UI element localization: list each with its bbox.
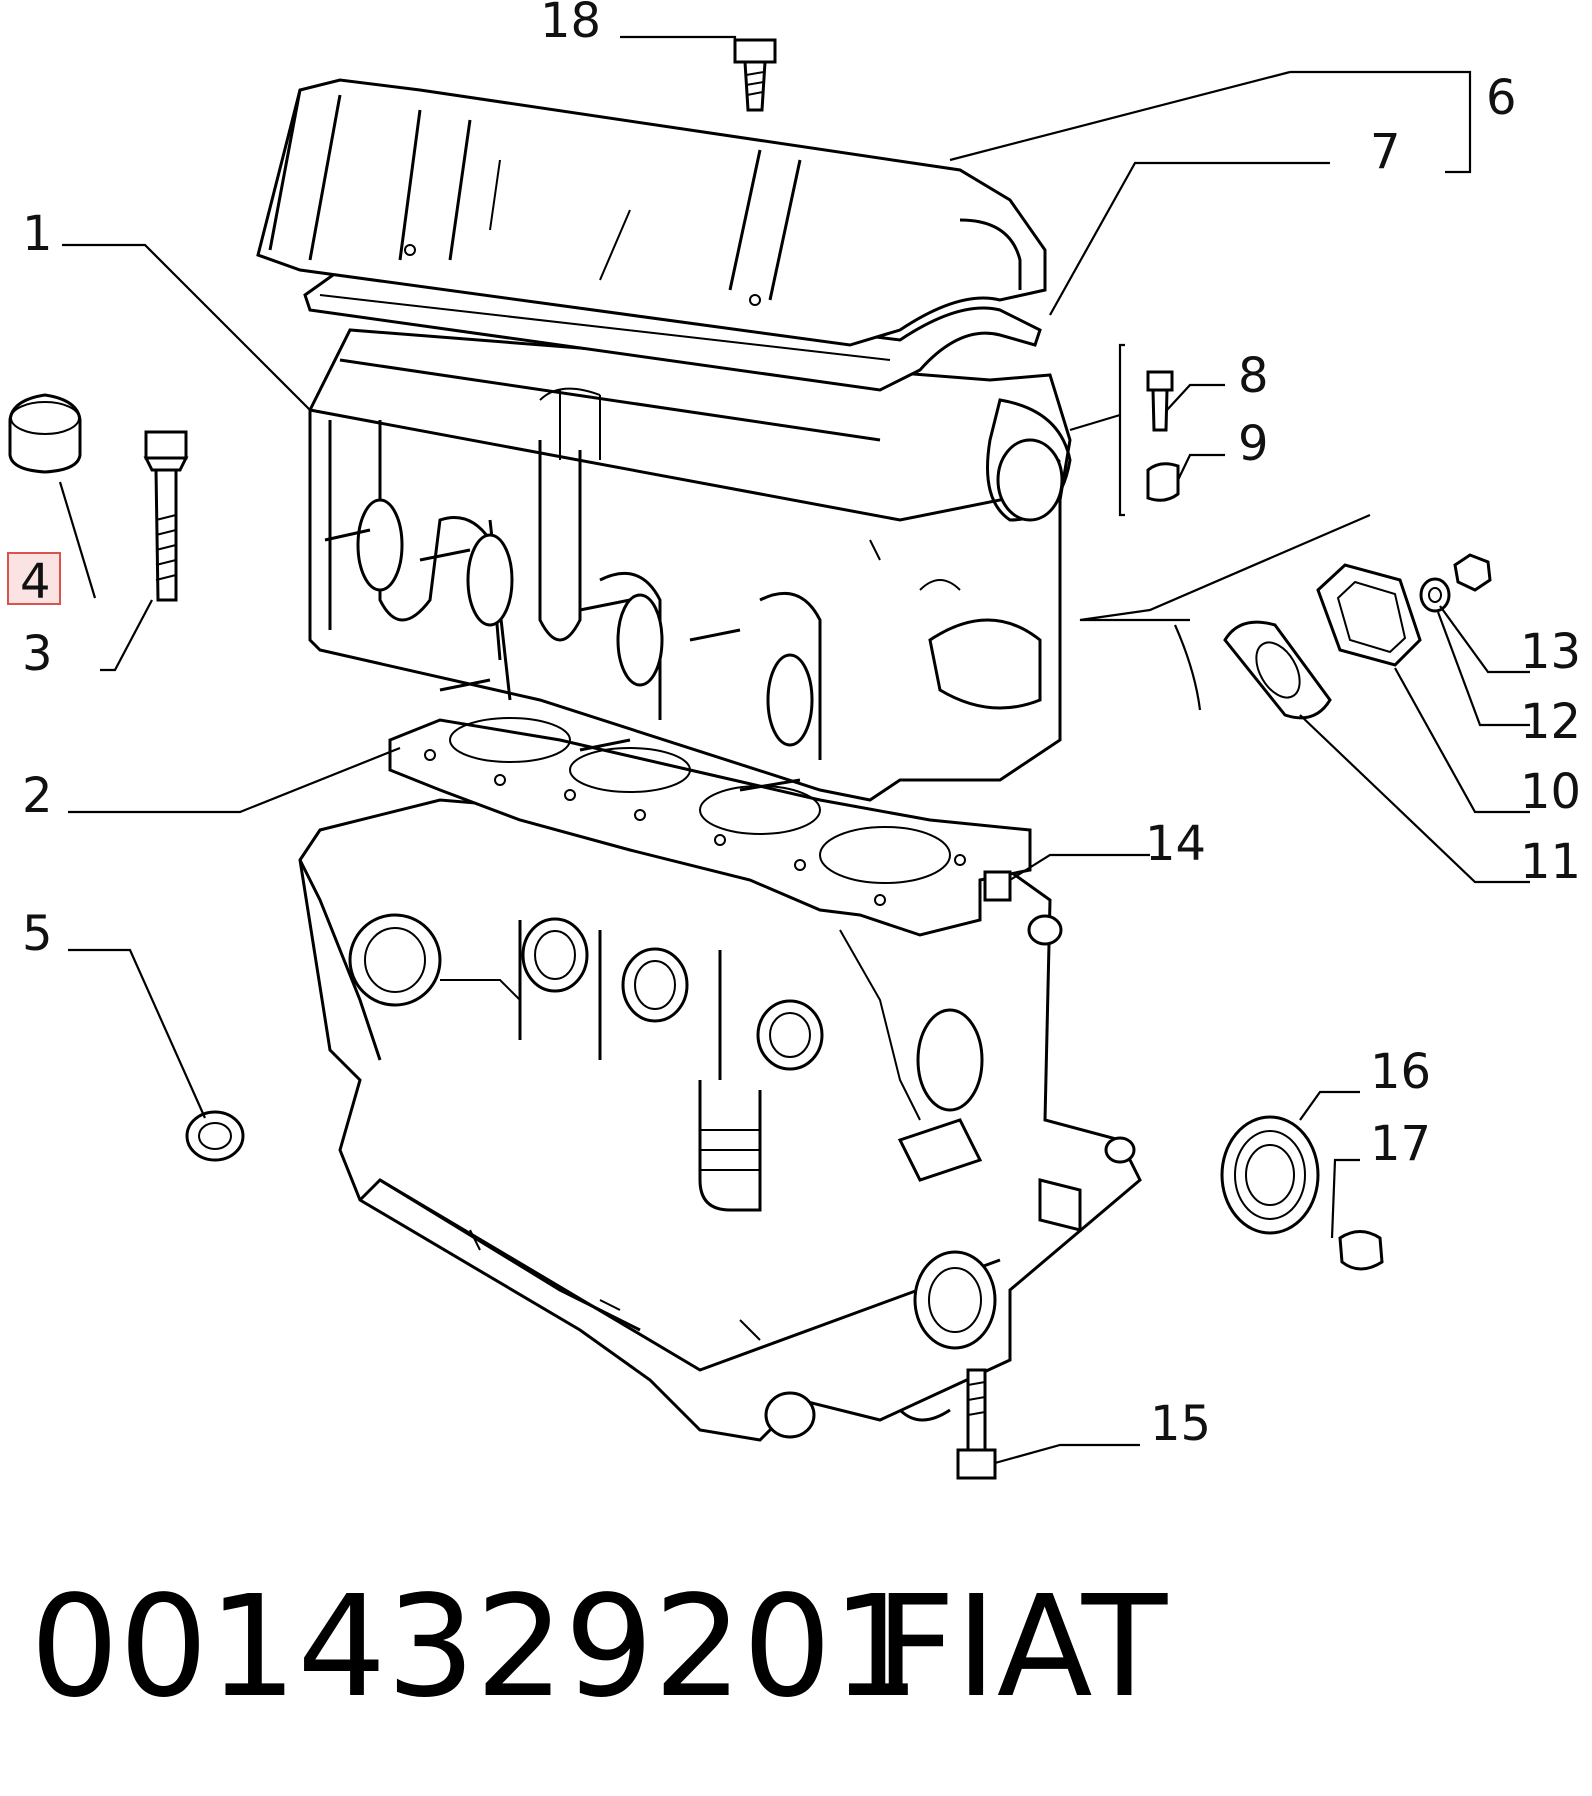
cap-16 [1220,1115,1320,1235]
bolt-8 [1146,370,1174,432]
callout-16: 16 [1370,1044,1431,1100]
plug-4 [8,393,82,474]
callout-18: 18 [540,0,601,49]
gasket-11 [1223,620,1332,720]
engine-block [298,798,1142,1442]
callout-9: 9 [1238,416,1269,472]
callout-7: 7 [1370,124,1401,180]
bolt-15 [956,1368,997,1480]
callout-2: 2 [22,768,53,824]
leader-lines [58,35,1530,1465]
bolt-3 [143,430,189,602]
callout-11: 11 [1520,834,1581,890]
part-number-caption: 0014329201 [30,1566,921,1729]
valve-cover-gasket [303,268,1042,392]
valve-cover [256,78,1047,347]
cylinder-head [308,328,1072,802]
callout-8: 8 [1238,348,1269,404]
callout-3: 3 [22,626,53,682]
callout-4: 4 [20,554,51,610]
callout-10: 10 [1520,764,1581,820]
nut-13 [1453,553,1492,592]
callout-labels: 18 6 7 1 8 9 4 3 13 12 2 10 14 11 5 16 1… [20,0,1581,1452]
callout-1: 1 [22,206,53,262]
head-gasket [388,717,1032,937]
washer-12 [1419,577,1451,613]
bolt-18 [733,38,777,112]
plug-17 [1338,1230,1384,1271]
callout-6: 6 [1486,70,1517,126]
callout-14: 14 [1145,816,1206,872]
flange-10 [1316,563,1422,667]
callout-15: 15 [1150,1396,1211,1452]
stud-14 [983,870,1012,902]
sleeve-9 [1146,462,1180,502]
seal-5 [185,1110,245,1162]
callout-17: 17 [1370,1116,1431,1172]
callout-5: 5 [22,906,53,962]
callout-4-highlight [7,552,61,605]
callout-12: 12 [1520,694,1581,750]
brand-caption: FIAT [875,1566,1168,1729]
callout-13: 13 [1520,624,1581,680]
